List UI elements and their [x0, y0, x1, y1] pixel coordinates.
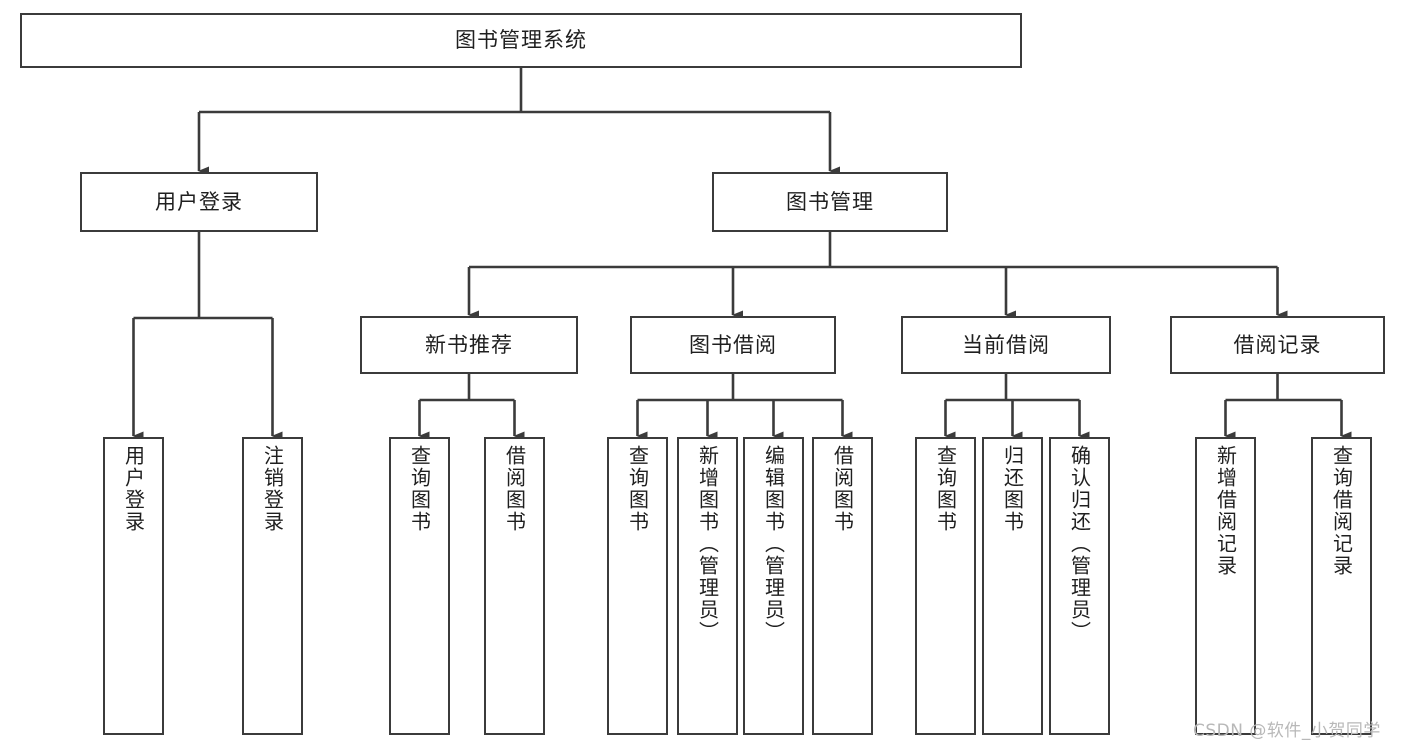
node-label-current: 当前借阅: [962, 332, 1050, 357]
node-br-add[interactable]: 新增图书（管理员）: [677, 437, 738, 735]
node-label-root: 图书管理系统: [455, 28, 587, 53]
node-cur-return[interactable]: 归还图书: [982, 437, 1043, 735]
node-label-borrow: 图书借阅: [689, 332, 777, 357]
node-login[interactable]: 用户登录: [80, 172, 318, 232]
node-label-br-borrow: 借阅图书: [830, 445, 855, 533]
node-label-cur-return: 归还图书: [1000, 445, 1025, 533]
node-login-logout[interactable]: 注销登录: [242, 437, 303, 735]
node-rec-query[interactable]: 查询借阅记录: [1311, 437, 1372, 735]
node-label-br-add: 新增图书（管理员）: [695, 445, 720, 643]
node-label-br-query: 查询图书: [625, 445, 650, 533]
node-login-user[interactable]: 用户登录: [103, 437, 164, 735]
node-label-rec-add: 新增借阅记录: [1213, 445, 1238, 577]
node-label-bookmgmt: 图书管理: [786, 189, 874, 214]
node-bookmgmt[interactable]: 图书管理: [712, 172, 948, 232]
node-borrow[interactable]: 图书借阅: [630, 316, 836, 374]
edge-group: [132, 68, 1352, 441]
node-br-query[interactable]: 查询图书: [607, 437, 668, 735]
node-label-new-query: 查询图书: [407, 445, 432, 533]
node-root[interactable]: 图书管理系统: [20, 13, 1022, 68]
node-label-br-edit: 编辑图书（管理员）: [761, 445, 786, 643]
watermark-text: CSDN @软件_小贺同学: [1193, 721, 1381, 741]
node-cur-query[interactable]: 查询图书: [915, 437, 976, 735]
node-label-login-logout: 注销登录: [260, 445, 285, 533]
node-new-borrow[interactable]: 借阅图书: [484, 437, 545, 735]
node-cur-confirm[interactable]: 确认归还（管理员）: [1049, 437, 1110, 735]
node-br-borrow[interactable]: 借阅图书: [812, 437, 873, 735]
node-label-rec-query: 查询借阅记录: [1329, 445, 1354, 577]
node-current[interactable]: 当前借阅: [901, 316, 1111, 374]
node-newbook[interactable]: 新书推荐: [360, 316, 578, 374]
node-label-login: 用户登录: [155, 189, 243, 214]
node-br-edit[interactable]: 编辑图书（管理员）: [743, 437, 804, 735]
node-label-cur-confirm: 确认归还（管理员）: [1067, 445, 1092, 643]
node-label-records: 借阅记录: [1233, 332, 1322, 357]
node-label-newbook: 新书推荐: [425, 332, 513, 357]
node-label-new-borrow: 借阅图书: [502, 445, 527, 533]
node-records[interactable]: 借阅记录: [1170, 316, 1385, 374]
node-rec-add[interactable]: 新增借阅记录: [1195, 437, 1256, 735]
node-new-query[interactable]: 查询图书: [389, 437, 450, 735]
node-label-login-user: 用户登录: [121, 445, 146, 533]
node-label-cur-query: 查询图书: [933, 445, 958, 533]
